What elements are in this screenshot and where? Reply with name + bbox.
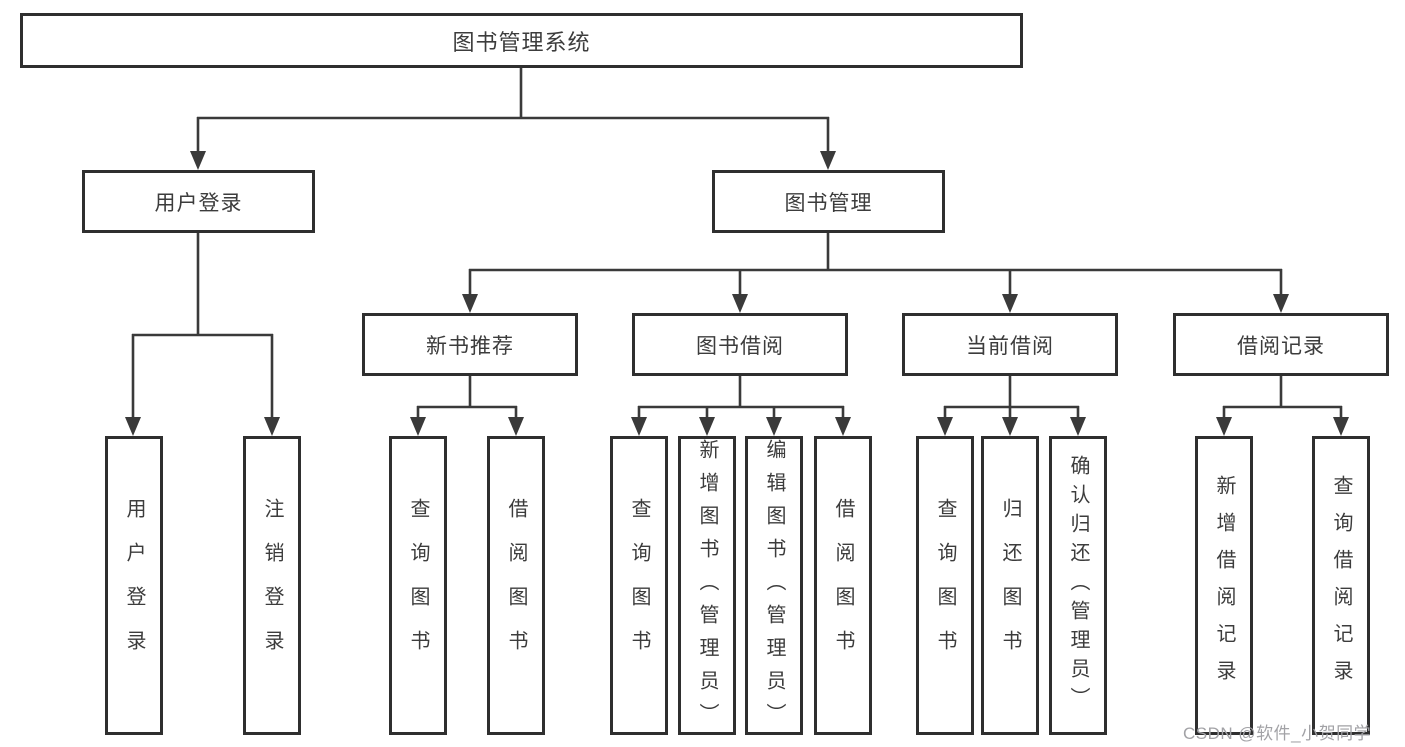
leaf-query-books-borrowing: 查询图书 bbox=[610, 436, 668, 735]
leaf-add-books-admin: 新增图书（管理员） bbox=[678, 436, 736, 736]
leaf-borrow-books-recommend: 借阅图书 bbox=[487, 436, 545, 735]
node-user-login: 用户登录 bbox=[82, 170, 315, 233]
leaf-user-login: 用户登录 bbox=[105, 436, 163, 735]
csdn-watermark: CSDN @软件_小贺同学 bbox=[1183, 724, 1372, 743]
leaf-logout: 注销登录 bbox=[243, 436, 301, 735]
leaf-query-books-recommend: 查询图书 bbox=[389, 436, 447, 735]
leaf-return-books: 归还图书 bbox=[981, 436, 1039, 735]
node-book-borrowing: 图书借阅 bbox=[632, 313, 848, 376]
leaf-add-borrow-record: 新增借阅记录 bbox=[1195, 436, 1253, 735]
leaf-query-books-current: 查询图书 bbox=[916, 436, 974, 735]
node-book-management: 图书管理 bbox=[712, 170, 945, 233]
leaf-borrow-books-borrowing: 借阅图书 bbox=[814, 436, 872, 735]
node-new-book-recommend: 新书推荐 bbox=[362, 313, 578, 376]
node-borrowing-records: 借阅记录 bbox=[1173, 313, 1389, 376]
leaf-confirm-return-admin: 确认归还（管理员） bbox=[1049, 436, 1107, 735]
leaf-edit-books-admin: 编辑图书（管理员） bbox=[745, 436, 803, 736]
node-current-borrowing: 当前借阅 bbox=[902, 313, 1118, 376]
leaf-query-borrow-record: 查询借阅记录 bbox=[1312, 436, 1370, 735]
node-root-library-system: 图书管理系统 bbox=[20, 13, 1023, 68]
